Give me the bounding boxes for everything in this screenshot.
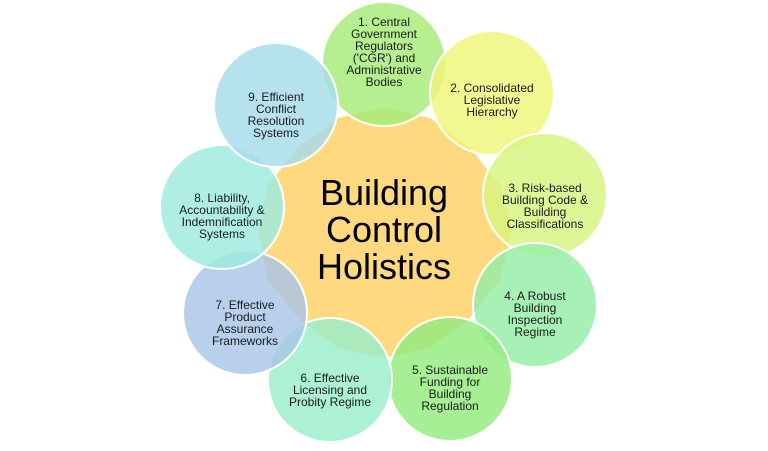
node-label-line: Frameworks (212, 334, 278, 348)
node-label-line: Bodies (366, 75, 403, 89)
node-label-line: 3. Risk-based (508, 181, 581, 195)
node-8: 8. Liability,Accountability &Indemnifica… (159, 144, 285, 270)
node-label-line: Resolution (248, 114, 305, 128)
node-label-line: Product (224, 310, 266, 324)
node-circle (429, 30, 555, 156)
node-label-line: 5. Sustainable (412, 363, 488, 377)
node-label-line: Accountability & (179, 203, 264, 217)
center-title-line-3: Holistics (317, 246, 451, 287)
node-label-line: Classifications (507, 217, 584, 231)
node-label-line: Probity Regime (289, 395, 371, 409)
center-title-line-2: Control (326, 209, 442, 250)
node-label-line: Regulators (355, 39, 413, 53)
node-label-line: 8. Liability, (194, 191, 250, 205)
node-circle (472, 242, 598, 368)
node-label-line: Administrative (346, 63, 422, 77)
node-label-line: 9. Efficient (248, 90, 304, 104)
node-label-line: Funding for (420, 375, 481, 389)
node-label-line: 4. A Robust (504, 289, 566, 303)
node-label-line: Building (514, 301, 557, 315)
node-label-line: 1. Central (358, 15, 410, 29)
node-label-line: Systems (253, 126, 299, 140)
node-label-line: Government (351, 27, 418, 41)
node-label-line: Regime (514, 325, 556, 339)
node-label-line: Building Code & (502, 193, 588, 207)
node-label-line: Inspection (508, 313, 563, 327)
node-label-line: Regulation (421, 399, 478, 413)
node-label-line: Assurance (217, 322, 274, 336)
node-label-line: Legislative (464, 93, 521, 107)
node-label-line: Hierarchy (466, 105, 517, 119)
node-circle (213, 42, 339, 168)
node-label-line: 7. Effective (215, 298, 274, 312)
node-label-line: 2. Consolidated (450, 81, 533, 95)
node-circle (159, 144, 285, 270)
node-label-line: Systems (199, 227, 245, 241)
node-label-line: Indemnification (182, 215, 263, 229)
center-hub (258, 108, 512, 358)
node-label-line: Licensing and (293, 383, 367, 397)
center-title-line-1: Building (320, 172, 448, 213)
node-label-line: Building (524, 205, 567, 219)
node-label-line: Building (429, 387, 472, 401)
node-label-line: 6. Effective (300, 371, 359, 385)
node-circle (267, 317, 393, 443)
node-label-line: Conflict (256, 102, 297, 116)
node-label-line: ('CGR') and (353, 51, 416, 65)
